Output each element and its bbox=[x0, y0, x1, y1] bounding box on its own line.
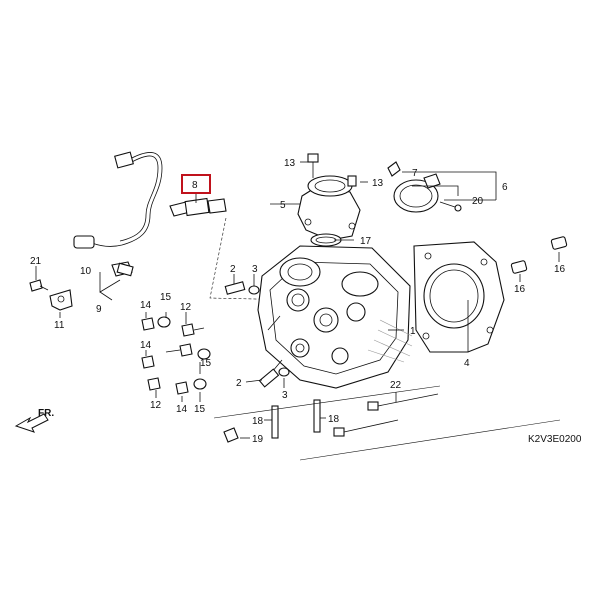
head-gasket[interactable] bbox=[413, 241, 505, 353]
bolt-19[interactable] bbox=[223, 427, 239, 443]
dowel-pin-lower[interactable] bbox=[510, 260, 528, 274]
callout-12-lower[interactable]: 12 bbox=[150, 400, 162, 411]
callout-3-upper[interactable]: 3 bbox=[252, 264, 258, 275]
callout-8[interactable]: 8 bbox=[192, 180, 198, 191]
callout-18-left[interactable]: 18 bbox=[252, 416, 264, 427]
spark-plug[interactable] bbox=[169, 197, 227, 217]
nut-14-b[interactable] bbox=[179, 343, 193, 357]
stud-2-upper[interactable] bbox=[224, 281, 246, 295]
spark-plug-highlight bbox=[181, 174, 211, 194]
callout-19[interactable]: 19 bbox=[252, 434, 264, 445]
callout-12-upper[interactable]: 12 bbox=[180, 302, 192, 313]
callout-6[interactable]: 6 bbox=[502, 182, 508, 193]
callout-3-lower[interactable]: 3 bbox=[282, 390, 288, 401]
bolt-13-top[interactable] bbox=[307, 153, 319, 178]
callout-11[interactable]: 11 bbox=[54, 320, 65, 331]
bolt-12-b[interactable] bbox=[147, 377, 161, 391]
nut-14-c[interactable] bbox=[141, 355, 155, 369]
callout-1[interactable]: 1 bbox=[410, 326, 416, 337]
nut-14-d[interactable] bbox=[175, 381, 189, 395]
dowel-pin-upper[interactable] bbox=[550, 236, 568, 250]
callout-13-right[interactable]: 13 bbox=[372, 178, 384, 189]
washer-15-a[interactable] bbox=[157, 316, 171, 328]
callout-14-a[interactable]: 14 bbox=[140, 300, 152, 311]
bolt-21[interactable] bbox=[29, 279, 49, 292]
bolt-12-a[interactable] bbox=[181, 323, 205, 337]
callout-14-b[interactable]: 14 bbox=[140, 340, 152, 351]
o2-sensor-assembly[interactable] bbox=[73, 151, 163, 277]
stud-18-left[interactable] bbox=[271, 405, 279, 439]
callout-15-a[interactable]: 15 bbox=[160, 292, 172, 303]
o-ring[interactable] bbox=[310, 233, 342, 247]
hose-band[interactable] bbox=[393, 173, 441, 213]
callout-21[interactable]: 21 bbox=[30, 256, 42, 267]
bolt-22-lower[interactable] bbox=[333, 419, 399, 437]
front-direction-arrow: FR. bbox=[14, 408, 54, 433]
wire-clip[interactable] bbox=[49, 289, 73, 311]
callout-14-c[interactable]: 14 bbox=[176, 404, 188, 415]
callout-13-top[interactable]: 13 bbox=[284, 158, 296, 169]
callout-15-c[interactable]: 15 bbox=[194, 404, 206, 415]
callout-9[interactable]: 9 bbox=[96, 304, 102, 315]
nut-14-a[interactable] bbox=[141, 317, 155, 331]
bolt-22-upper[interactable] bbox=[367, 393, 439, 411]
washer-15-c[interactable] bbox=[193, 378, 207, 390]
callout-10[interactable]: 10 bbox=[80, 266, 92, 277]
callout-16-upper[interactable]: 16 bbox=[554, 264, 566, 275]
callout-7[interactable]: 7 bbox=[412, 168, 418, 179]
stud-2-lower[interactable] bbox=[258, 368, 280, 388]
screw-20[interactable] bbox=[439, 201, 462, 212]
callout-15-b[interactable]: 15 bbox=[200, 358, 212, 369]
washer-15-b[interactable] bbox=[197, 348, 211, 360]
clip-7[interactable] bbox=[387, 161, 401, 177]
callout-18-right[interactable]: 18 bbox=[328, 414, 340, 425]
callout-2-upper[interactable]: 2 bbox=[230, 264, 236, 275]
washer-3-upper[interactable] bbox=[248, 285, 260, 295]
callout-20[interactable]: 20 bbox=[472, 196, 484, 207]
diagram-code: K2V3E0200 bbox=[528, 434, 582, 445]
callout-17[interactable]: 17 bbox=[360, 236, 372, 247]
intake-insulator[interactable] bbox=[297, 175, 361, 241]
stud-18-right[interactable] bbox=[313, 399, 321, 433]
cylinder-head[interactable] bbox=[257, 245, 413, 389]
callout-2-lower[interactable]: 2 bbox=[236, 378, 242, 389]
callout-4[interactable]: 4 bbox=[464, 358, 470, 369]
callout-22[interactable]: 22 bbox=[390, 380, 402, 391]
front-arrow-label: FR. bbox=[38, 408, 54, 419]
bolt-13-right[interactable] bbox=[347, 175, 357, 187]
washer-3-lower[interactable] bbox=[278, 367, 290, 377]
callout-16-lower[interactable]: 16 bbox=[514, 284, 526, 295]
callout-5[interactable]: 5 bbox=[280, 200, 286, 211]
